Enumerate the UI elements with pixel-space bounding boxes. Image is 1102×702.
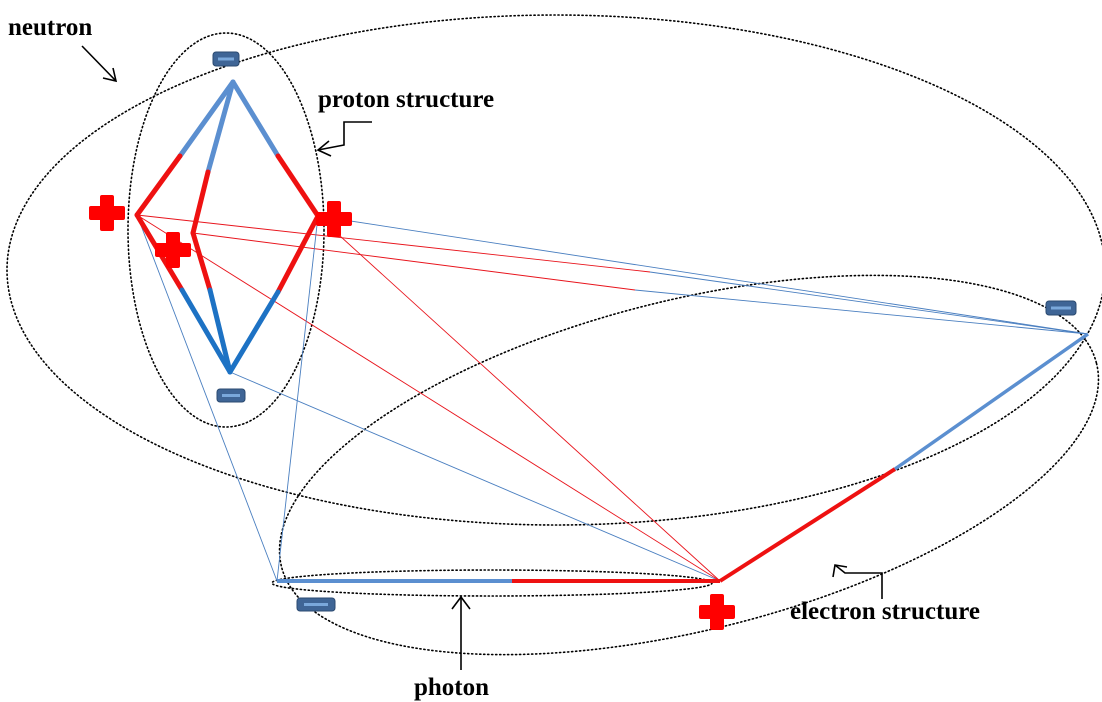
proton-links xyxy=(134,79,321,375)
photon-label: photon xyxy=(414,674,489,701)
positive-charge-icon xyxy=(89,195,125,231)
thin-blue-link xyxy=(634,289,1089,335)
thin-red-link xyxy=(317,215,721,582)
proton-link-pos xyxy=(275,213,321,295)
negative-charge-icon xyxy=(216,388,246,403)
negative-charge-icon xyxy=(296,597,336,612)
thin-red-links xyxy=(136,214,721,582)
positive-charge-icon xyxy=(699,594,735,630)
thin-red-link xyxy=(192,232,636,291)
proton-link-pos xyxy=(190,230,213,293)
proton-link-neg xyxy=(230,79,281,159)
proton-link-neg xyxy=(179,287,233,375)
negative-charges xyxy=(212,51,1077,612)
positive-charges xyxy=(89,195,735,630)
thin-blue-link xyxy=(136,214,278,582)
electron-link-pos xyxy=(718,467,897,583)
photon-arrow xyxy=(451,595,471,670)
thin-red-link xyxy=(136,214,721,582)
negative-charge-icon xyxy=(212,51,240,67)
electron-structure-label: electron structure xyxy=(790,598,980,625)
neutron-label: neutron xyxy=(8,14,92,41)
negative-charge-icon xyxy=(1045,300,1077,316)
proton-link-neg xyxy=(227,289,281,375)
thin-blue-link xyxy=(317,215,1089,335)
proton-link-pos xyxy=(190,169,211,236)
proton-link-neg xyxy=(177,79,236,159)
proton-link-pos xyxy=(134,153,183,218)
neutron-arrow xyxy=(81,45,118,83)
proton-link-pos xyxy=(275,153,321,219)
proton-link-neg xyxy=(207,287,233,375)
thin-red-link xyxy=(136,214,651,273)
electron-links xyxy=(718,332,1090,583)
thin-blue-link xyxy=(229,371,721,582)
thin-blue-link xyxy=(649,271,1089,335)
neutron-outline xyxy=(6,14,1102,526)
electron-structure-arrow xyxy=(832,564,883,599)
proton-structure-arrow xyxy=(316,121,372,157)
thin-blue-links xyxy=(136,214,1089,582)
proton-link-neg xyxy=(205,79,236,175)
electron-outline xyxy=(278,274,1100,656)
thin-blue-link xyxy=(276,215,319,582)
positive-charge-icon xyxy=(155,232,191,268)
proton-outline xyxy=(127,32,325,428)
positive-charge-icon xyxy=(316,201,352,237)
proton-structure-label: proton structure xyxy=(318,86,494,113)
electron-link-neg xyxy=(893,332,1090,471)
